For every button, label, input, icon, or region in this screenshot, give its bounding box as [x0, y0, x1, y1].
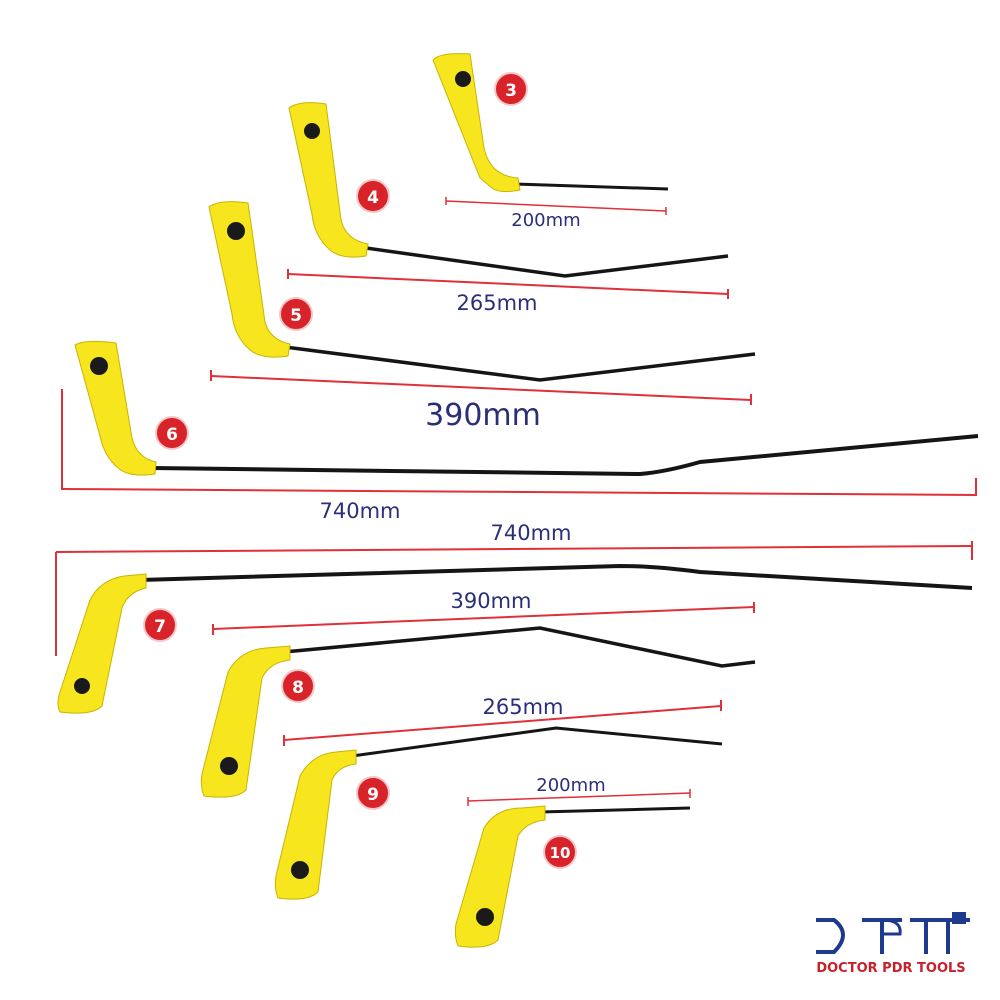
badge-number-4: 4: [367, 188, 379, 208]
screw-5: [227, 222, 245, 240]
rod-5: [284, 345, 756, 382]
tool-7: 740mm 7: [55, 521, 973, 714]
screw-9: [291, 861, 309, 879]
screw-7: [74, 678, 90, 694]
measure-line-3: [445, 200, 667, 212]
handle-5: [208, 201, 291, 358]
badge-number-9: 9: [367, 785, 379, 805]
measure-line-8: [212, 606, 755, 630]
measure-label-9: 265mm: [483, 695, 564, 719]
badge-number-10: 10: [550, 844, 571, 862]
badge-number-6: 6: [166, 425, 178, 445]
measure-label-3: 200mm: [511, 210, 580, 231]
rod-10: [539, 806, 691, 814]
badge-9: [356, 776, 390, 810]
badge-5: [279, 297, 313, 331]
badge-number-3: 3: [505, 81, 517, 101]
rod-3: [514, 182, 669, 191]
screw-6: [90, 357, 108, 375]
measure-line-10: [467, 792, 691, 802]
tool-5: 390mm 5: [208, 201, 756, 433]
measure-line-7: [55, 545, 973, 553]
measure-label-6: 740mm: [320, 499, 401, 523]
screw-4: [304, 123, 320, 139]
logo-text: DOCTOR PDR TOOLS: [816, 961, 965, 976]
handle-4: [288, 102, 369, 258]
measure-line-6: [61, 488, 977, 496]
measure-line-4: [287, 273, 729, 295]
measure-line-9: [283, 705, 722, 741]
badge-8: [281, 669, 315, 703]
screw-8: [220, 757, 238, 775]
tool-4: 265mm 4: [287, 102, 729, 315]
badge-number-7: 7: [154, 617, 166, 637]
handle-10: [454, 805, 546, 948]
measure-label-10: 200mm: [536, 775, 605, 796]
rod-9: [351, 726, 723, 758]
screw-3: [455, 71, 471, 87]
handle-7: [57, 573, 147, 714]
measure-label-8: 390mm: [451, 589, 532, 613]
tool-3: 200mm 3: [432, 53, 669, 231]
badge-number-5: 5: [290, 306, 302, 326]
tool-8: 390mm 8: [200, 589, 756, 798]
screw-10: [476, 908, 494, 926]
badge-4: [356, 179, 390, 213]
badge-6: [155, 416, 189, 450]
badge-number-8: 8: [292, 678, 304, 698]
dpt-hammer-logo: DOCTOR PDR TOOLS: [816, 912, 970, 976]
rod-7: [139, 563, 973, 590]
tool-10: 200mm 10: [454, 775, 691, 948]
badge-7: [143, 608, 177, 642]
tool-9: 265mm 9: [274, 695, 723, 900]
handle-6: [74, 340, 157, 476]
measure-label-4: 265mm: [457, 291, 538, 315]
rod-4: [365, 246, 729, 278]
rod-6: [151, 434, 979, 477]
measure-label-5: 390mm: [425, 398, 541, 433]
measure-line-5: [210, 375, 752, 401]
tool-6: 740mm 6: [61, 340, 979, 523]
handle-3: [432, 53, 521, 193]
rod-8: [283, 626, 756, 668]
measure-label-7: 740mm: [491, 521, 572, 545]
badge-3: [494, 72, 528, 106]
handle-9: [274, 749, 357, 900]
handle-8: [200, 645, 291, 798]
badge-10: [543, 835, 577, 869]
